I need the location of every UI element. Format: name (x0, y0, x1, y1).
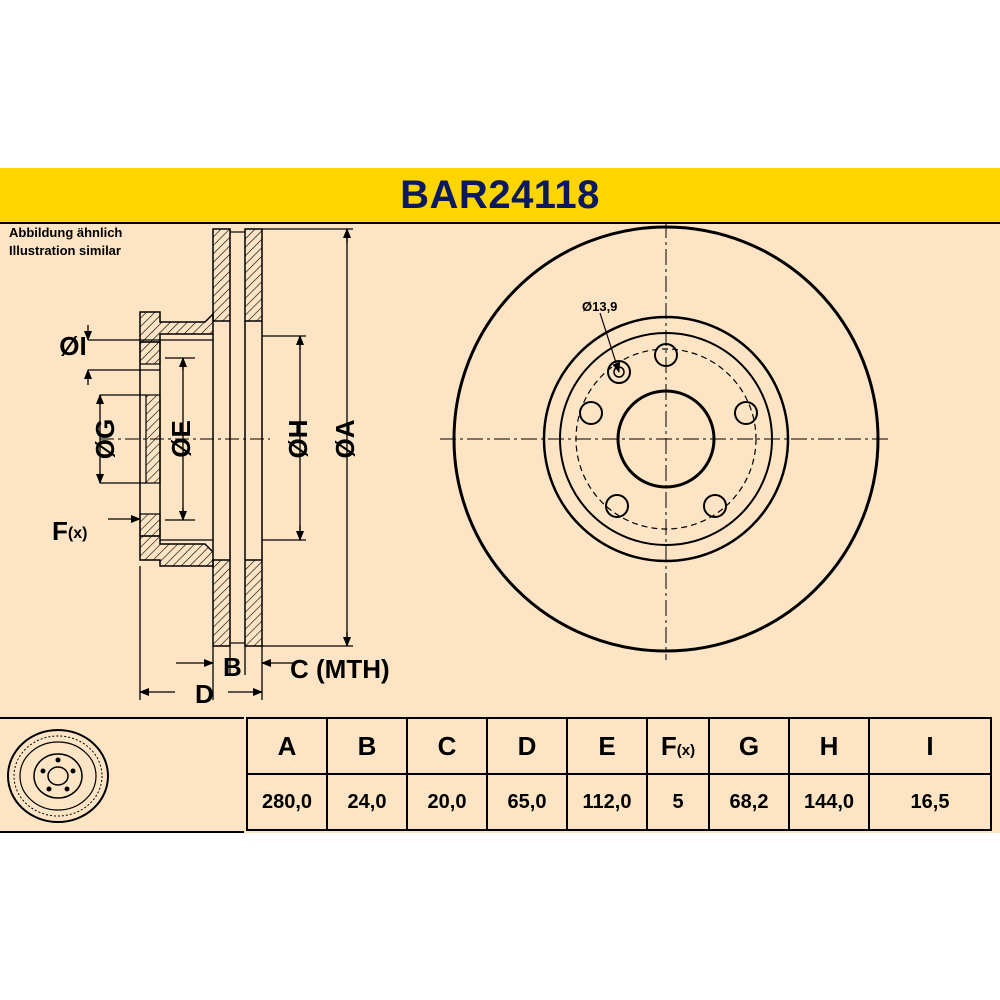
label-dim-h: ØH (283, 420, 313, 459)
header-cell-b: B (326, 717, 408, 775)
dimensions-table: A B C D E F(x) G H I 280,0 24,0 20,0 65,… (246, 717, 992, 831)
header-cell-c: C (406, 717, 488, 775)
hat-flange-top (139, 311, 214, 343)
friction-plate-outer-top (212, 228, 231, 322)
table-header-row: A B C D E F(x) G H I (246, 717, 992, 775)
illustration-note: Abbildung ähnlich Illustration similar (9, 224, 122, 260)
bolt-hole (703, 494, 727, 518)
bolt-hole (579, 401, 603, 425)
label-dim-a: ØA (330, 419, 360, 458)
cross-section-view (100, 228, 270, 647)
value-cell-c: 20,0 (406, 773, 488, 831)
front-view (440, 222, 890, 660)
label-hole-diameter: Ø13,9 (582, 299, 617, 314)
value-cell-f: 5 (646, 773, 710, 831)
value-cell-a: 280,0 (246, 773, 328, 831)
value-cell-g: 68,2 (708, 773, 790, 831)
friction-plate-outer-bottom (212, 559, 231, 647)
bolt-hole (734, 401, 758, 425)
label-dim-i: ØI (59, 331, 86, 361)
header-cell-h: H (788, 717, 870, 775)
header-cell-i: I (868, 717, 992, 775)
note-line-english: Illustration similar (9, 243, 121, 258)
friction-plate-inner-top (244, 228, 263, 322)
bolt-hole (605, 494, 629, 518)
value-cell-d: 65,0 (486, 773, 568, 831)
value-cell-i: 16,5 (868, 773, 992, 831)
value-cell-b: 24,0 (326, 773, 408, 831)
label-dim-b: B (223, 652, 242, 682)
rotor-thumbnail (7, 729, 109, 823)
dimension-lines (84, 228, 353, 700)
table-values-row: 280,0 24,0 20,0 65,0 112,0 5 68,2 144,0 … (246, 773, 992, 831)
header-cell-a: A (246, 717, 328, 775)
header-cell-e: E (566, 717, 648, 775)
locating-hole (607, 360, 631, 384)
header-cell-f: F(x) (646, 717, 710, 775)
value-cell-h: 144,0 (788, 773, 870, 831)
label-dim-e: ØE (166, 420, 196, 458)
label-dim-g: ØG (90, 419, 120, 459)
label-dim-d: D (195, 679, 214, 709)
header-cell-g: G (708, 717, 790, 775)
part-number-title: BAR24118 (400, 172, 600, 217)
label-dim-f: F(x) (52, 516, 87, 546)
friction-plate-inner-bottom (244, 559, 263, 647)
title-bar: BAR24118 (0, 168, 1000, 224)
header-cell-d: D (486, 717, 568, 775)
note-line-german: Abbildung ähnlich (9, 225, 123, 240)
value-cell-e: 112,0 (566, 773, 648, 831)
rotor-thumbnail-cell (0, 717, 244, 833)
label-dim-c: C (MTH) (290, 654, 390, 684)
